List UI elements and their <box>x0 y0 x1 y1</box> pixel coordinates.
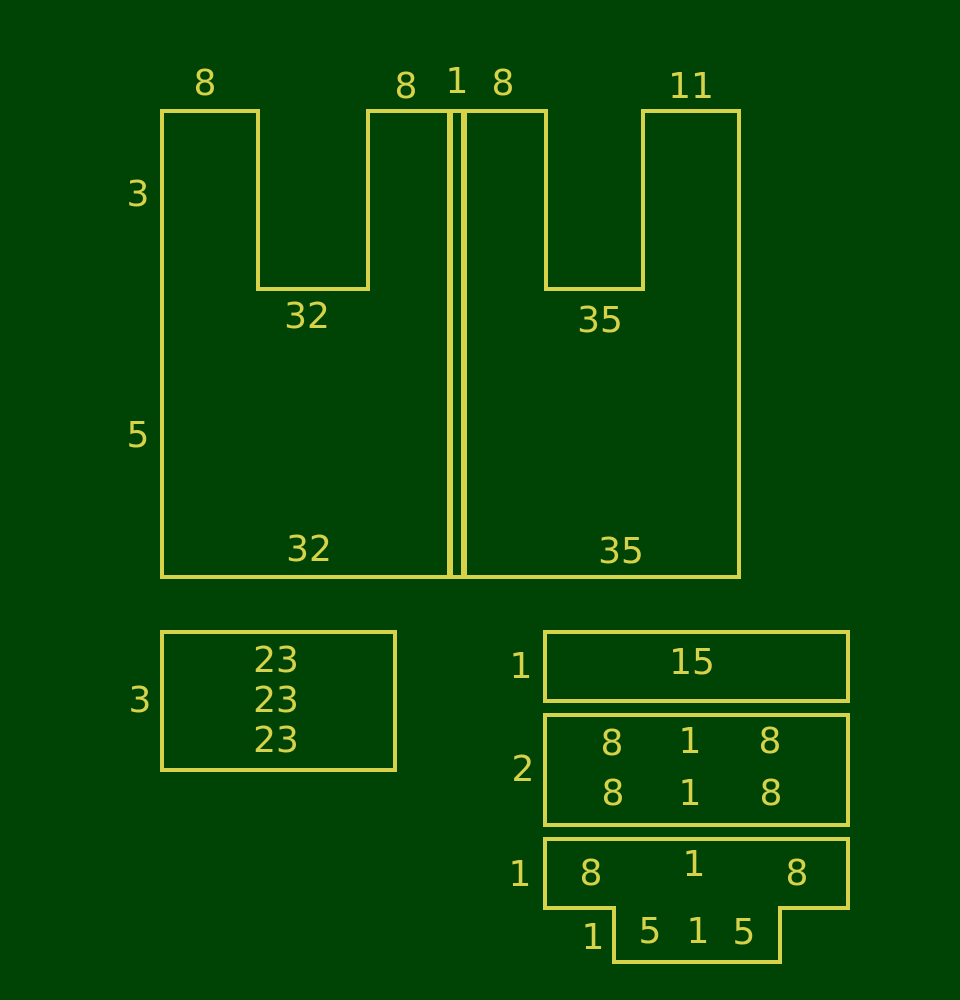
right-notch-bottom-label: 35 <box>577 300 623 341</box>
small-rect-outline <box>160 630 397 772</box>
right-piece: 8 11 35 35 <box>463 63 741 579</box>
strip-one-height-label: 1 <box>510 646 533 687</box>
strip-one-outline <box>543 630 850 703</box>
stepped-bottom-mid-label: 1 <box>687 911 710 952</box>
left-base-label: 32 <box>286 529 332 570</box>
small-rect-row-label: 23 <box>253 720 299 761</box>
left-height-upper-label: 3 <box>127 174 150 215</box>
strip-two: 2 8 1 8 8 1 8 <box>512 713 850 827</box>
strip-two-top-left-label: 8 <box>601 723 624 764</box>
stepped-top-right-label: 8 <box>786 853 809 894</box>
strip-two-bottom-right-label: 8 <box>760 773 783 814</box>
strip-two-bottom-mid-label: 1 <box>679 773 702 814</box>
strip-one-value-label: 15 <box>669 642 715 683</box>
small-rect-row-label: 23 <box>253 680 299 721</box>
right-base-label: 35 <box>598 531 644 572</box>
small-rect-row-label: 23 <box>253 640 299 681</box>
center-strip-outline <box>449 109 465 579</box>
right-top-left-tab-label: 8 <box>492 63 515 104</box>
left-notch-bottom-label: 32 <box>284 296 330 337</box>
small-rect: 3 23 23 23 <box>129 630 397 772</box>
stepped-bottom-right-label: 5 <box>733 912 756 953</box>
right-top-right-tab-label: 11 <box>668 66 714 107</box>
stepped-height-bottom-label: 1 <box>582 917 605 958</box>
left-piece: 8 8 32 3 5 32 <box>127 63 451 579</box>
strip-two-top-mid-label: 1 <box>679 721 702 762</box>
strip-two-bottom-left-label: 8 <box>602 773 625 814</box>
stepped-top-left-label: 8 <box>580 853 603 894</box>
stepped-piece-outline <box>543 837 850 964</box>
left-top-left-tab-label: 8 <box>194 63 217 104</box>
strip-two-outline <box>543 713 850 827</box>
stepped-bottom-left-label: 5 <box>639 911 662 952</box>
strip-two-height-label: 2 <box>512 749 535 790</box>
stepped-height-top-label: 1 <box>509 854 532 895</box>
left-piece-outline <box>160 109 451 579</box>
stepped-piece: 1 8 1 8 1 5 1 5 <box>509 837 850 964</box>
left-top-mid-tab-label: 8 <box>395 66 418 107</box>
strip-one: 1 15 <box>510 630 850 703</box>
stepped-top-mid-label: 1 <box>683 844 706 885</box>
small-rect-height-label: 3 <box>129 680 152 721</box>
strip-two-top-right-label: 8 <box>759 721 782 762</box>
center-strip-width-label: 1 <box>446 61 469 102</box>
right-piece-outline <box>463 109 741 579</box>
left-height-lower-label: 5 <box>127 415 150 456</box>
